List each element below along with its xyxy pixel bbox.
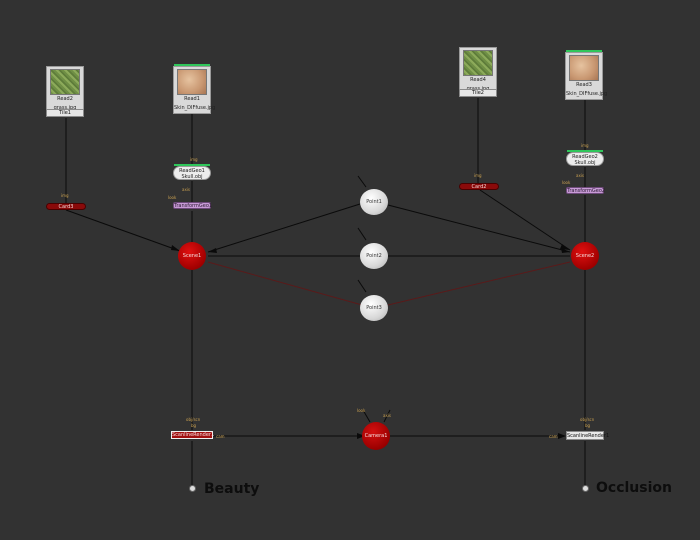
transformgeo1-node[interactable]: TransformGeo1: [173, 202, 213, 209]
read3-node[interactable]: Read3 Skin_DIFfuse.jpg: [565, 50, 608, 100]
scanline2-cam-port: cam: [549, 434, 558, 439]
occlusion-output-label: Occlusion: [596, 480, 672, 496]
readgeo2-name: ReadGeo2: [572, 154, 598, 160]
readgeo1-name: ReadGeo1: [179, 168, 205, 174]
read4-name: Read4: [470, 77, 486, 83]
camera-look-port: look: [357, 408, 366, 413]
occlusion-output-dot[interactable]: [582, 485, 589, 492]
point2-node[interactable]: Point2: [360, 243, 388, 269]
read1-thumbnail: [177, 69, 207, 95]
scanline1-objscn-port: obj/scn: [186, 417, 201, 422]
edge-point3-scene2: [387, 261, 571, 306]
point1-node[interactable]: Point1: [360, 189, 388, 215]
read4-node[interactable]: Read4 grass.jpg: [459, 47, 497, 95]
read2-name: Read2: [57, 96, 73, 102]
camera-axis-port: axis: [383, 413, 392, 418]
transform1-axis-port: axis: [182, 187, 191, 192]
read3-name: Read3: [576, 82, 592, 88]
beauty-output-label: Beauty: [204, 481, 260, 497]
read3-file: Skin_DIFfuse.jpg: [566, 91, 608, 97]
read1-name: Read1: [184, 96, 200, 102]
read2-file: grass.jpg: [53, 105, 77, 111]
card2-img-port: img: [474, 173, 482, 178]
card2-node[interactable]: Card2: [459, 183, 499, 190]
scene2-node[interactable]: Scene2: [571, 242, 599, 270]
scanlinerender2-node[interactable]: ScanlineRender1: [566, 431, 610, 440]
readgeo1-img-port: img: [190, 157, 198, 162]
read3-thumbnail: [569, 55, 599, 81]
scanlinerender1-node[interactable]: ScanlineRender1: [171, 431, 215, 439]
edge-point1-scene1: [207, 203, 361, 253]
beauty-output-dot[interactable]: [189, 485, 196, 492]
scanline1-cam-port: cam: [216, 434, 225, 439]
readgeo1-node[interactable]: ReadGeo1 Skull.obj: [173, 164, 211, 180]
edge-card3-scene1: [65, 209, 181, 252]
readgeo2-status-bar: [567, 150, 603, 152]
readgeo2-file: Skull.obj: [574, 160, 596, 166]
read2-node[interactable]: Read2 grass.jpg: [46, 66, 84, 114]
transform2-axis-port: axis: [576, 173, 585, 178]
point3-node[interactable]: Point3: [360, 295, 388, 321]
card3-node[interactable]: Card3: [46, 203, 86, 210]
scanline2-objscn-port: obj/scn: [580, 417, 595, 422]
read3-status-bar: [566, 50, 602, 52]
edge-card2-scene2: [479, 189, 571, 251]
scanline2-bg-port: bg: [585, 423, 591, 428]
scene1-node[interactable]: Scene1: [178, 242, 206, 270]
readgeo2-node[interactable]: ReadGeo2 Skull.obj: [566, 150, 604, 166]
readgeo1-file: Skull.obj: [181, 174, 203, 180]
tile2-node[interactable]: Tile2: [459, 89, 497, 97]
card3-img-port: img: [61, 193, 69, 198]
read1-node[interactable]: Read1 Skin_DIFfuse.jpg: [173, 64, 216, 114]
transform2-look-port: look: [562, 180, 571, 185]
readgeo1-status-bar: [174, 164, 210, 166]
edge-point1-scene2: [387, 204, 571, 253]
transformgeo2-node[interactable]: TransformGeo2: [566, 187, 606, 194]
read4-thumbnail: [463, 50, 493, 76]
readgeo2-img-port: img: [581, 143, 589, 148]
edge-point3-scene1: [207, 261, 363, 306]
read1-file: Skin_DIFfuse.jpg: [174, 105, 216, 111]
tile1-node[interactable]: Tile1: [46, 109, 84, 117]
transform1-look-port: look: [168, 195, 177, 200]
read2-thumbnail: [50, 69, 80, 95]
scanline1-bg-port: bg: [191, 423, 197, 428]
read1-status-bar: [174, 64, 210, 66]
camera1-node[interactable]: Camera1: [362, 422, 390, 450]
